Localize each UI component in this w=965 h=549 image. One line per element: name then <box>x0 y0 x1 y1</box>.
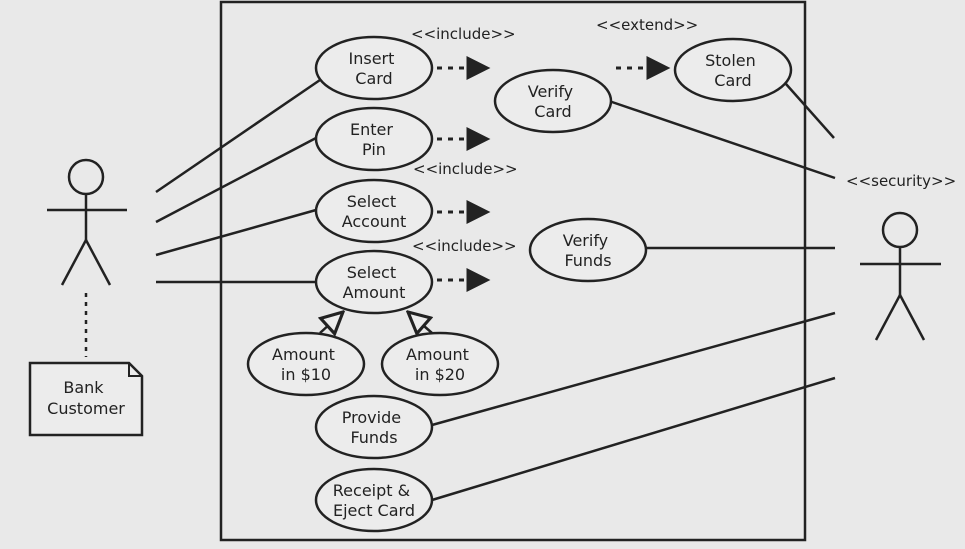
assoc-stolen-card-security <box>785 83 835 139</box>
svg-text:Bank Customer: Bank Customer <box>47 378 125 418</box>
svg-text:Select Amount: Select Amount <box>343 263 406 302</box>
assoc-verify-card-security <box>608 99 836 180</box>
actor-security <box>860 211 941 341</box>
note-line-1: Bank <box>63 378 104 397</box>
use-case-label-line: Amount <box>272 345 335 364</box>
use-case-select-amount: Select Amount <box>314 249 434 315</box>
use-case-label-line: Stolen <box>705 51 756 70</box>
svg-text:Amount in $10: Amount in $10 <box>272 345 340 384</box>
use-case-label-line: Receipt & <box>333 481 410 500</box>
assoc-select-account <box>155 208 317 257</box>
assoc-enter-pin <box>155 136 317 224</box>
use-case-label-line: Select <box>347 192 396 211</box>
stereotype-extend: <<extend>> <box>596 16 698 34</box>
use-case-label-line: Card <box>355 69 392 88</box>
assoc-insert-card <box>155 78 321 194</box>
svg-text:Verify Funds: Verify Funds <box>563 231 613 270</box>
actor-bank-customer <box>47 158 127 286</box>
use-case-label-line: Provide <box>342 408 401 427</box>
use-case-verify-funds: Verify Funds <box>528 217 648 283</box>
use-case-stolen-card: Stolen Card <box>673 37 793 103</box>
use-case-label-line: Card <box>714 71 751 90</box>
svg-text:Insert Card: Insert Card <box>349 49 400 88</box>
generalization-amount-10 <box>320 312 343 333</box>
use-case-receipt-eject-card: Receipt & Eject Card <box>314 467 434 533</box>
use-case-label-line: Funds <box>564 251 611 270</box>
use-case-label-line: in $10 <box>281 365 331 384</box>
note-line-2: Customer <box>47 399 125 418</box>
use-case-label-line: Select <box>347 263 396 282</box>
use-case-label-line: Account <box>342 212 407 231</box>
use-case-label-line: Pin <box>362 140 386 159</box>
svg-text:Receipt & Eject Card: Receipt & Eject Card <box>333 481 415 520</box>
system-boundary <box>219 0 807 542</box>
use-case-label-line: Amount <box>343 283 406 302</box>
use-case-label-line: Enter <box>350 120 393 139</box>
use-case-label-line: Card <box>534 102 571 121</box>
use-case-amount-10: Amount in $10 <box>246 331 366 397</box>
use-case-label-line: Insert <box>349 49 395 68</box>
stereotype-include-1: <<include>> <box>411 25 516 43</box>
svg-text:Select Account: Select Account <box>342 192 407 231</box>
assoc-receipt-security <box>431 376 836 502</box>
use-case-label-line: Verify <box>563 231 608 250</box>
note-bank-customer: Bank Customer <box>28 361 144 437</box>
stereotype-include-3: <<include>> <box>412 237 517 255</box>
svg-text:Stolen Card: Stolen Card <box>705 51 761 90</box>
use-case-label-line: Funds <box>350 428 397 447</box>
svg-text:Amount in $20: Amount in $20 <box>406 345 474 384</box>
use-case-label-line: Amount <box>406 345 469 364</box>
use-case-enter-pin: Enter Pin <box>314 106 434 172</box>
use-case-label-line: in $20 <box>415 365 465 384</box>
use-case-label-line: Eject Card <box>333 501 415 520</box>
stereotype-include-2: <<include>> <box>413 160 518 178</box>
use-case-insert-card: Insert Card <box>314 35 434 101</box>
use-case-label-line: Verify <box>528 82 573 101</box>
assoc-provide-funds-security <box>431 311 836 427</box>
use-case-verify-card: Verify Card <box>493 68 613 134</box>
svg-text:Enter Pin: Enter Pin <box>350 120 398 159</box>
svg-text:Verify Card: Verify Card <box>528 82 578 121</box>
use-case-provide-funds: Provide Funds <box>314 394 434 460</box>
use-case-select-account: Select Account <box>314 178 434 244</box>
use-case-amount-20: Amount in $20 <box>380 331 500 397</box>
svg-text:Provide Funds: Provide Funds <box>342 408 406 447</box>
stereotype-security: <<security>> <box>846 172 956 190</box>
generalization-amount-20 <box>408 312 432 333</box>
